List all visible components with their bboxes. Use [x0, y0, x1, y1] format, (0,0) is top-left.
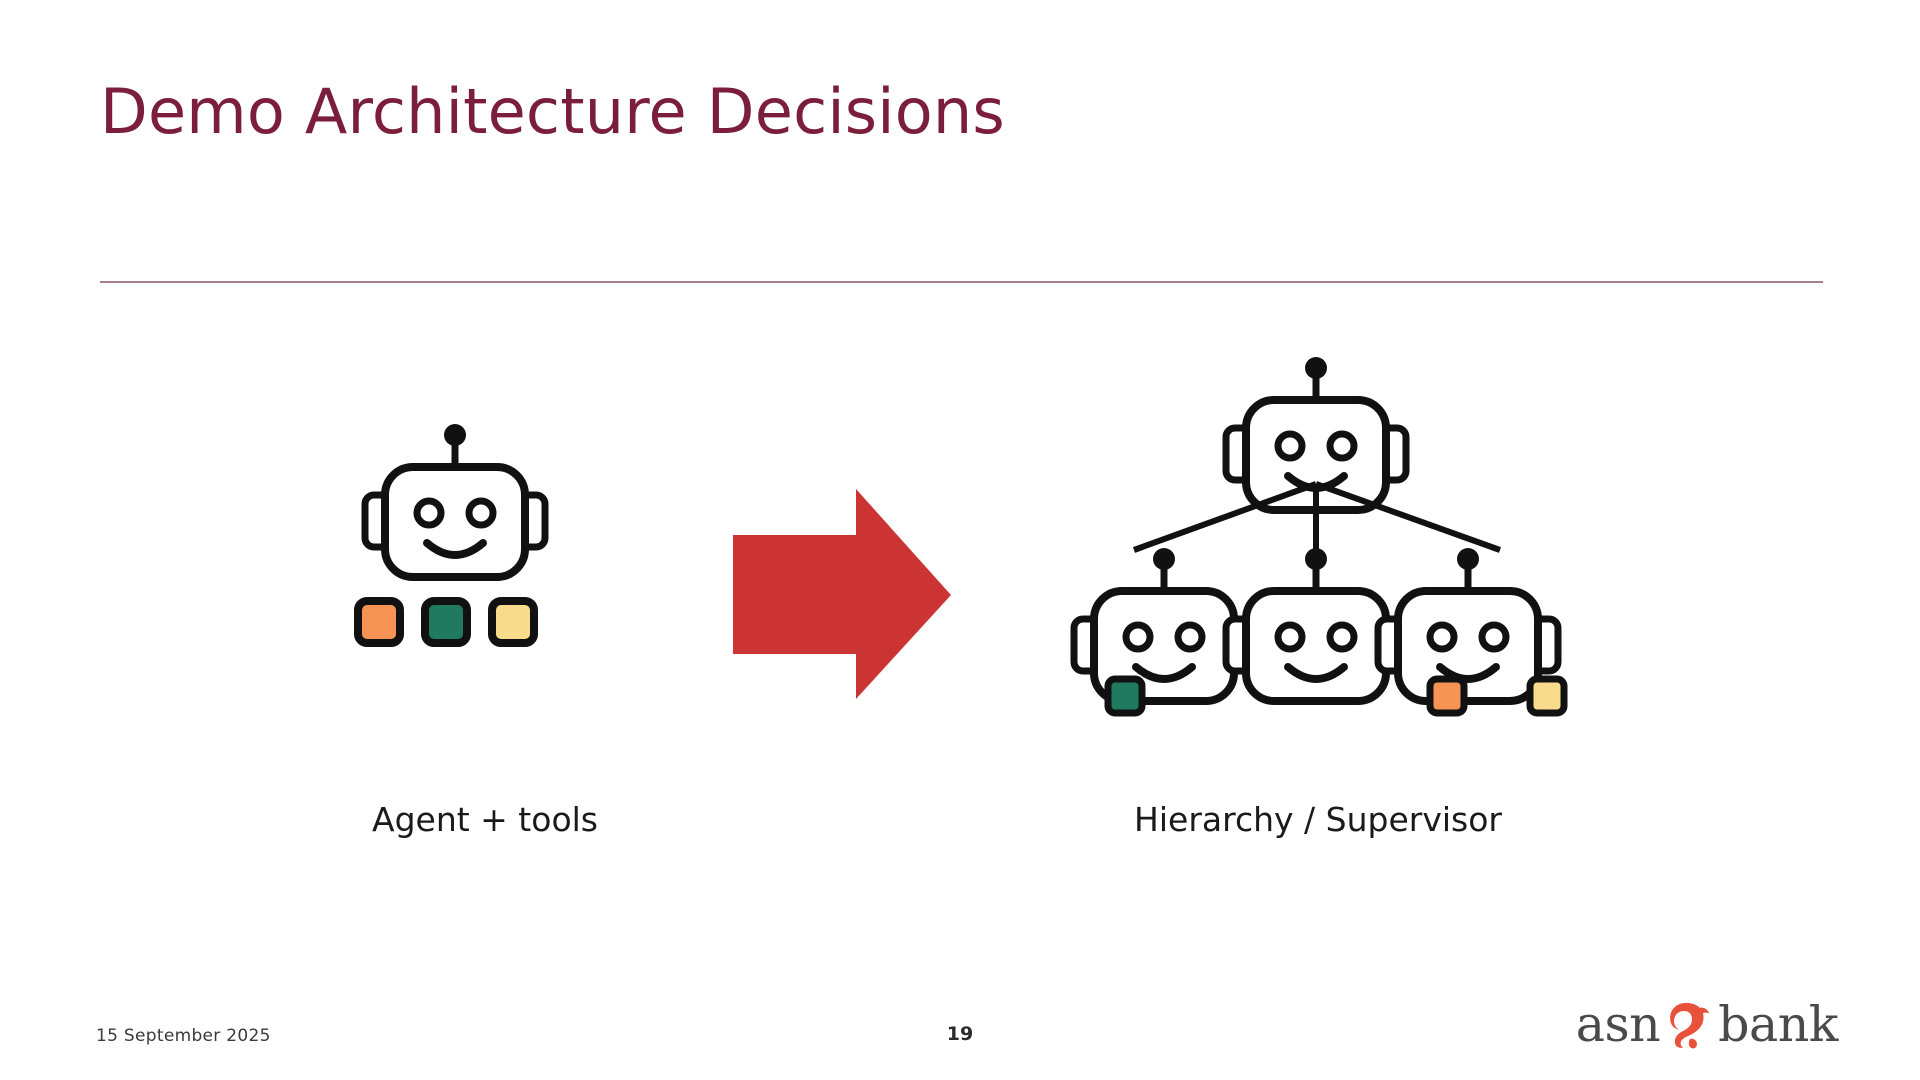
tool-square-teal: [421, 597, 471, 647]
caption-agent-tools: Agent + tools: [372, 800, 598, 839]
logo-word-asn: asn: [1575, 995, 1661, 1053]
asn-squirrel-icon: [1662, 998, 1714, 1050]
asn-bank-logo: asn bank: [1575, 995, 1839, 1053]
caption-hierarchy-supervisor: Hierarchy / Supervisor: [1134, 800, 1502, 839]
worker3-tool-square-orange: [1426, 675, 1468, 717]
tool-square-orange: [354, 597, 404, 647]
worker-robot-3: [1378, 548, 1558, 701]
connector-right: [1314, 481, 1502, 553]
supervisor-robot: [1226, 357, 1406, 510]
footer-page-number: 19: [946, 1023, 974, 1045]
agent-tool-row: [354, 597, 538, 647]
page-title: Demo Architecture Decisions: [100, 75, 1005, 148]
logo-word-bank: bank: [1718, 995, 1838, 1053]
tool-square-yellow: [488, 597, 538, 647]
footer-date: 15 September 2025: [96, 1026, 271, 1046]
worker1-tool-square-teal: [1104, 675, 1146, 717]
connector-left: [1132, 481, 1318, 553]
worker3-tool-square-yellow: [1526, 675, 1568, 717]
worker-robot-2: [1226, 548, 1406, 701]
agent-robot: [365, 424, 545, 577]
hierarchy-connectors: [1132, 481, 1502, 553]
transition-arrow: [733, 489, 951, 699]
hierarchy-group: [1074, 357, 1568, 717]
title-divider: [100, 281, 1823, 283]
agent-robot-group: [354, 424, 545, 647]
worker-robot-1: [1074, 548, 1254, 701]
